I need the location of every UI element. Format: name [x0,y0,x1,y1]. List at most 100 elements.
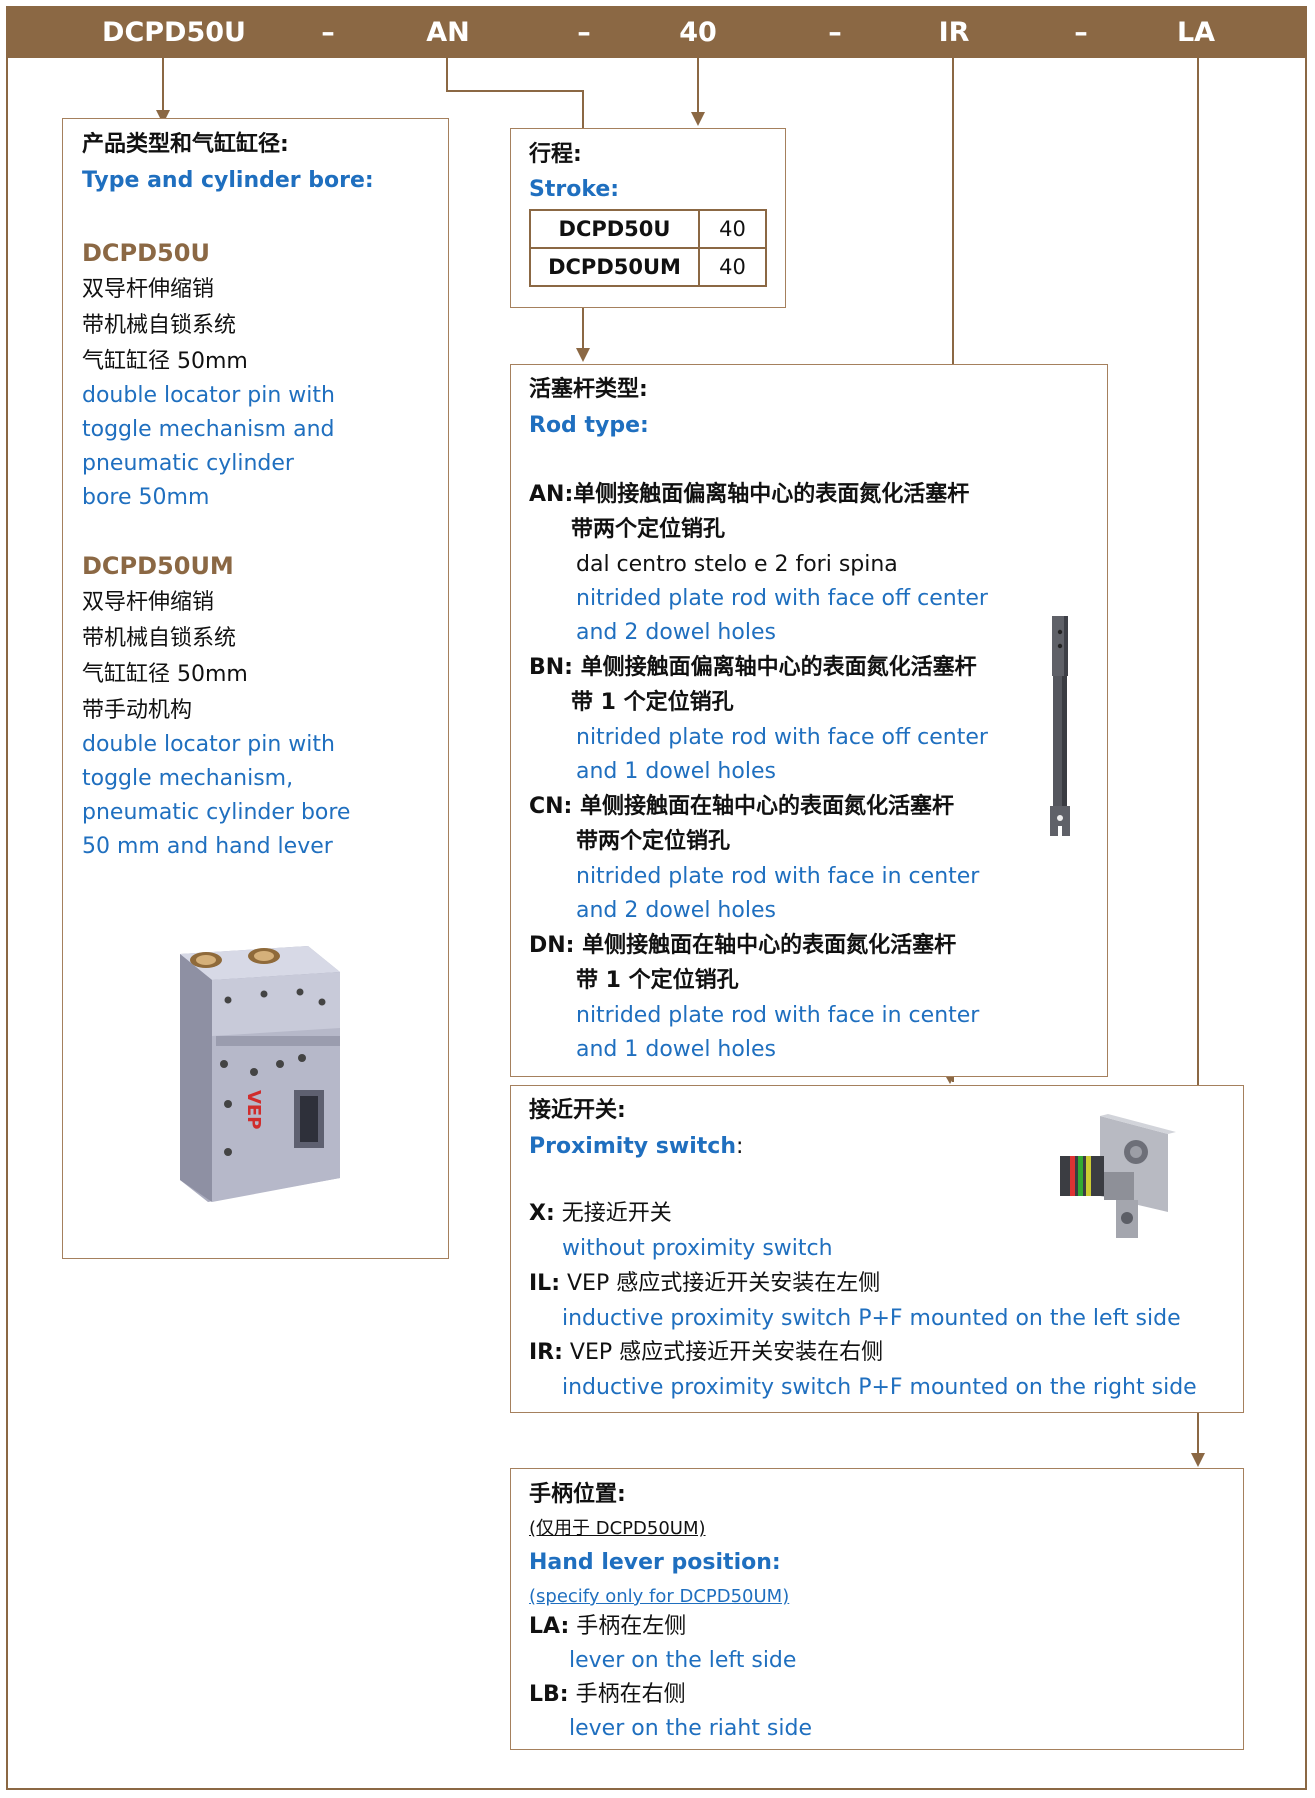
connector-rod-b [446,90,584,92]
stroke-value-cell: 40 [698,247,767,287]
switch-title-zh: 接近开关: [529,1098,626,1123]
code-dash-1: – [321,17,335,48]
model-2-zh-1: 双导杆伸缩销 [82,590,215,615]
model-1-zh-1: 双导杆伸缩销 [82,277,215,302]
cylinder-product-image: VEP [180,946,340,1202]
code-lever: LA [1176,17,1216,48]
stroke-model-cell: DCPD50U [529,209,700,249]
rod-option-an: AN:单侧接触面偏离轴中心的表面氮化活塞杆 [529,482,969,508]
rod-desc-zh: 单侧接触面偏离轴中心的表面氮化活塞杆 [573,482,970,507]
model-2-en-1: double locator pin with [82,732,335,757]
rod-title-zh: 活塞杆类型: [529,377,648,402]
rod-desc-zh: 单侧接触面在轴中心的表面氮化活塞杆 [574,933,957,958]
rod-bn-zh-2: 带 1 个定位销孔 [571,690,734,715]
rod-title-en: Rod type: [529,413,649,438]
switch-title-en: Proximity switch [529,1134,736,1159]
connector-model [162,58,164,112]
lever-note-zh: (仅用于 DCPD50UM) [529,1518,706,1539]
switch-ir-en: inductive proximity switch P+F mounted o… [562,1375,1197,1400]
stroke-table: DCPD50U 40 DCPD50UM 40 [529,209,767,287]
rod-an-en-2: and 2 dowel holes [576,620,776,645]
vep-logo: VEP [243,1090,264,1129]
rod-desc-zh: 单侧接触面在轴中心的表面氮化活塞杆 [572,794,955,819]
model-1-en-1: double locator pin with [82,383,335,408]
rod-desc-zh: 单侧接触面偏离轴中心的表面氮化活塞杆 [572,655,977,680]
lever-title-en: Hand lever position: [529,1550,781,1575]
stroke-title-zh: 行程: [529,142,582,167]
code-dash-2: – [577,17,591,48]
arrow-rod [576,348,590,362]
model-1-zh-2: 带机械自锁系统 [82,313,237,338]
lever-code: LB: [529,1682,569,1707]
model-2-zh-3: 气缸缸径 50mm [82,662,248,687]
code-dash-3: – [828,17,842,48]
model-name-1: DCPD50U [82,239,210,267]
model-1-en-4: bore 50mm [82,485,210,510]
arrow-switch [946,1077,954,1084]
lever-title-zh: 手柄位置: [529,1482,626,1507]
rod-code: DN: [529,933,575,958]
rod-code: AN: [529,482,574,507]
model-2-zh-4: 带手动机构 [82,698,193,723]
lever-desc-zh: 手柄在右侧 [568,1682,686,1707]
switch-option-x: X: 无接近开关 [529,1201,672,1227]
stroke-value-cell: 40 [698,209,767,249]
lever-code: LA: [529,1614,570,1639]
code-stroke: 40 [679,17,717,48]
switch-code: IL: [529,1271,561,1296]
model-2-en-4: 50 mm and hand lever [82,834,333,859]
code-dash-4: – [1074,17,1088,48]
connector-rod-a [446,58,448,92]
connector-switch-a [952,58,954,364]
switch-desc-zh: VEP 感应式接近开关安装在左侧 [560,1271,881,1296]
model-name-2: DCPD50UM [82,552,234,580]
code-switch: IR [938,17,970,48]
switch-x-en: without proximity switch [562,1236,833,1261]
rod-option-bn: BN: 单侧接触面偏离轴中心的表面氮化活塞杆 [529,655,977,681]
arrow-stroke [691,112,705,126]
model-1-en-3: pneumatic cylinder [82,451,294,476]
proximity-switch-image [1060,1114,1176,1238]
connector-lever-a [1197,58,1199,1085]
switch-title-colon: : [735,1134,744,1159]
model-2-zh-2: 带机械自锁系统 [82,626,237,651]
model-2-en-2: toggle mechanism, [82,766,294,791]
rod-option-dn: DN: 单侧接触面在轴中心的表面氮化活塞杆 [529,933,956,959]
rod-bn-en-1: nitrided plate rod with face off center [576,725,988,750]
stroke-title-en: Stroke: [529,177,620,202]
model-2-en-3: pneumatic cylinder bore [82,800,351,825]
switch-code: X: [529,1201,555,1226]
rod-dn-en-1: nitrided plate rod with face in center [576,1003,980,1028]
rod-cn-zh-2: 带两个定位销孔 [576,829,731,854]
table-row: DCPD50UM 40 [529,247,767,287]
rod-an-zh-2: 带两个定位销孔 [571,517,726,542]
switch-code: IR: [529,1340,563,1365]
lever-la-en: lever on the left side [569,1648,797,1673]
switch-il-en: inductive proximity switch P+F mounted o… [562,1306,1181,1331]
table-row: DCPD50U 40 [529,209,767,249]
rod-type-box [510,364,1108,1077]
rod-an-en-1: nitrided plate rod with face off center [576,586,988,611]
rod-product-image [1050,616,1070,838]
hand-lever-box [510,1468,1244,1750]
switch-desc-zh: 无接近开关 [554,1201,672,1226]
switch-title-en-line: Proximity switch: [529,1134,743,1160]
connector-lever-b [1197,1413,1199,1453]
lever-option-lb: LB: 手柄在右侧 [529,1682,686,1708]
type-title-en: Type and cylinder bore: [82,168,374,193]
connector-stroke [697,58,699,112]
lever-desc-zh: 手柄在左侧 [569,1614,687,1639]
rod-dn-en-2: and 1 dowel holes [576,1037,776,1062]
order-code-header: DCPD50U – AN – 40 – IR – LA [6,6,1307,58]
type-title-zh: 产品类型和气缸缸径: [82,132,289,157]
rod-code: CN: [529,794,573,819]
rod-an-it: dal centro stelo e 2 fori spina [576,552,898,577]
connector-rod-d [582,308,584,348]
lever-option-la: LA: 手柄在左侧 [529,1614,686,1640]
rod-cn-en-2: and 2 dowel holes [576,898,776,923]
model-1-en-2: toggle mechanism and [82,417,335,442]
lever-note-en: (specify only for DCPD50UM) [529,1586,790,1607]
code-rod: AN [426,17,470,48]
model-1-zh-3: 气缸缸径 50mm [82,349,248,374]
rod-dn-zh-2: 带 1 个定位销孔 [576,968,739,993]
